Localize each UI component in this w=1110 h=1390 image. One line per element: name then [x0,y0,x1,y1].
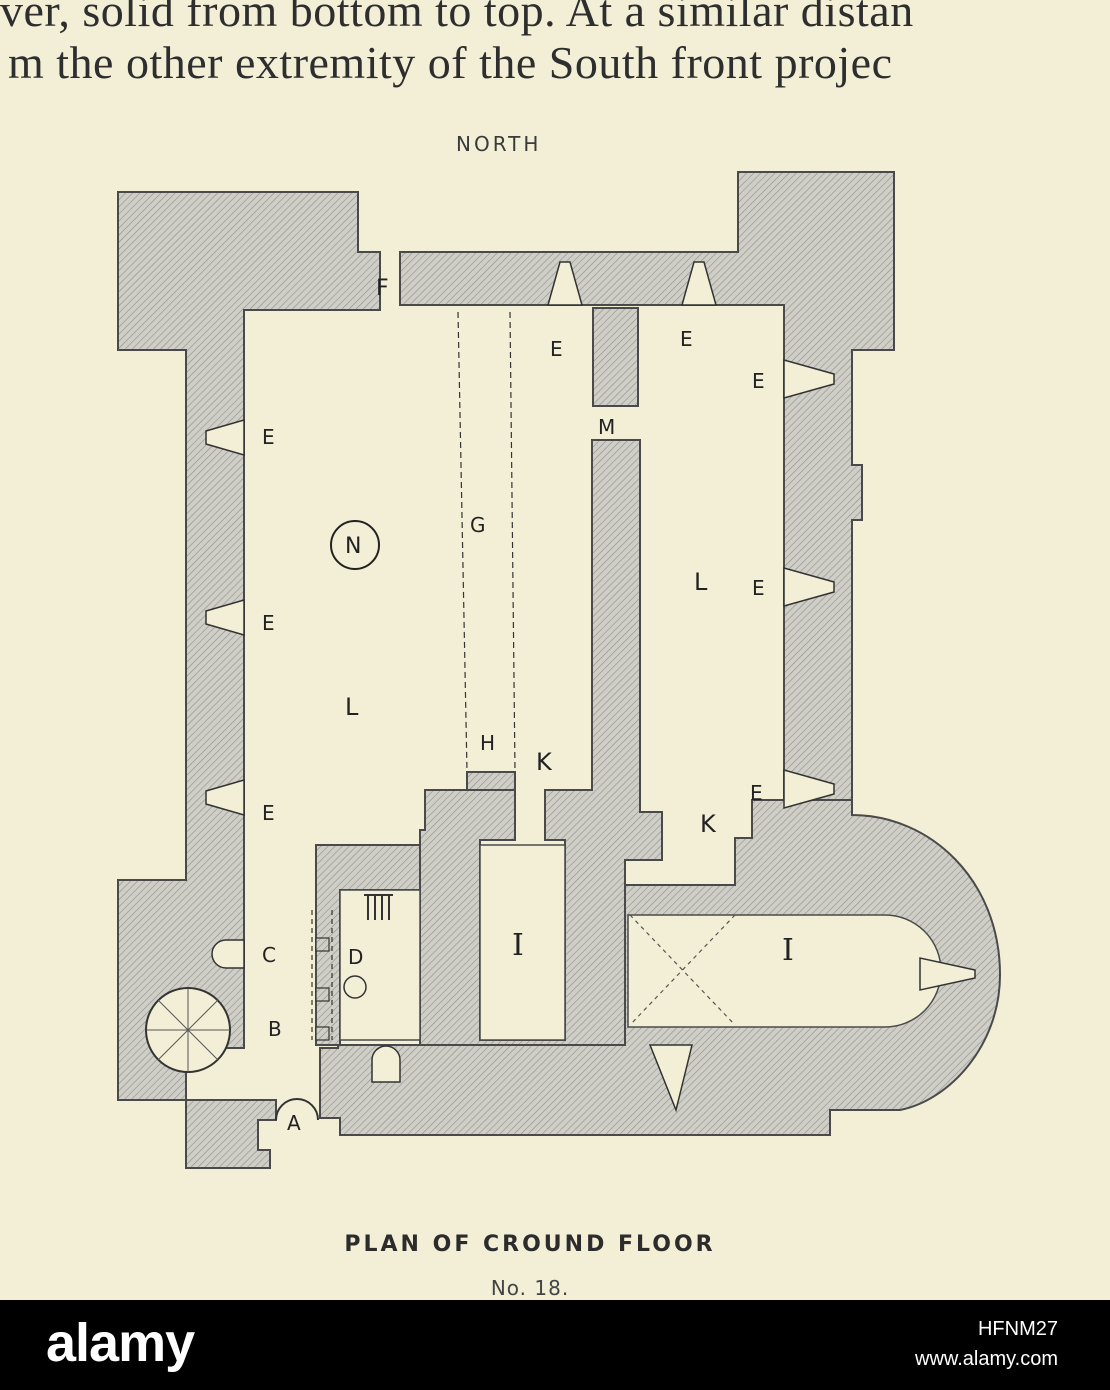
window-n1 [547,261,583,306]
room-i-center [479,844,566,1041]
label-e-e1: E [752,369,765,393]
label-c: C [262,943,276,967]
label-l-e: L [694,568,708,596]
niche-c [211,939,245,969]
plan-caption: PLAN OF CROUND FLOOR [344,1232,716,1257]
site-url: www.alamy.com [915,1348,1058,1370]
label-f: F [376,276,389,301]
window-n2 [681,261,717,306]
room-d [339,889,421,1041]
label-l-w: L [345,693,359,721]
image-id: HFNM27 [977,1318,1058,1340]
label-i-center: I [512,928,524,963]
label-e-w2: E [262,611,275,635]
north-wall [399,171,895,801]
room-i-right [627,914,942,1028]
niche-d [371,1045,401,1083]
label-g: G [470,513,486,537]
column-3 [315,1026,330,1041]
west-wall [117,191,381,1169]
window-w2 [205,599,245,636]
window-w3 [205,779,245,816]
label-k-1: K [536,748,553,776]
plate-number: No. 18. [490,1276,570,1300]
scanned-page: ver, solid from bottom to top. At a simi… [0,0,1002,1300]
north-label: NORTH [456,132,542,156]
h-block [466,771,516,791]
floor-plan: F E E E E M N G L E E L H K E E K I I C … [117,171,1002,1169]
label-e-e2: E [752,576,765,600]
label-i-right: I [782,933,794,968]
label-e-e3: E [750,781,763,805]
window-e2 [783,567,835,607]
label-d: D [348,945,363,969]
window-apse [919,957,976,991]
body-text-line-2: m the other extremity of the South front… [8,37,893,88]
label-m: M [598,415,615,439]
label-b: B [268,1017,282,1041]
window-e1 [783,359,835,399]
pier [592,307,639,407]
central-spine [419,439,663,1046]
label-n: N [345,534,361,559]
watermark-footer: alamy HFNM27 www.alamy.com [0,1300,1110,1390]
label-e-w1: E [262,425,275,449]
window-s1 [648,1044,693,1113]
label-a: A [287,1111,301,1135]
column-2 [315,987,330,1002]
entrance-arch [275,1098,319,1121]
well [343,975,367,999]
label-k-2: K [700,810,717,838]
label-e-n1: E [550,337,563,361]
label-e-w3: E [262,801,275,825]
brand-logo: alamy [46,1313,195,1373]
column-1 [315,937,330,952]
body-text-line-1: ver, solid from bottom to top. At a simi… [0,0,914,36]
label-h: H [480,731,495,755]
window-w1 [205,419,245,456]
label-e-n2: E [680,327,693,351]
window-e3 [783,769,835,809]
n-circle [330,520,380,570]
